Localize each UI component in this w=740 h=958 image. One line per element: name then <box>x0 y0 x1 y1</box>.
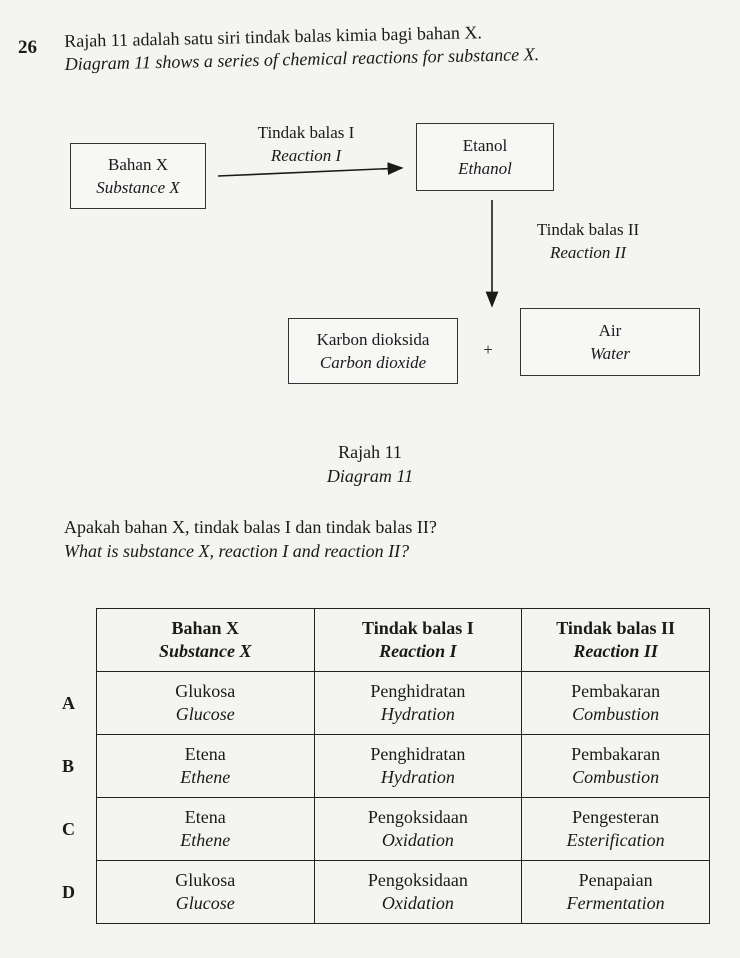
cell-en: Glucose <box>175 893 235 913</box>
cell-ms: Glukosa <box>175 870 236 890</box>
cell-ms: Pembakaran <box>571 681 661 701</box>
plus-sign: + <box>483 340 493 359</box>
cell-ms: Glukosa <box>175 681 236 701</box>
option-letter-b[interactable]: B <box>62 756 75 776</box>
ethanol-en: Ethanol <box>458 159 512 178</box>
caption-en: Diagram 11 <box>326 466 414 486</box>
question-ask: Apakah bahan X, tindak balas I dan tinda… <box>64 515 437 563</box>
ethanol-ms: Etanol <box>462 136 508 155</box>
substance-x-box: Bahan X Substance X <box>70 143 206 209</box>
reaction-1-label: Tindak balas I Reaction I <box>236 121 376 167</box>
option-letter-c[interactable]: C <box>62 819 75 839</box>
water-en: Water <box>590 344 630 363</box>
cell-ms: Pengoksidaan <box>367 870 468 890</box>
cell-ms: Pengoksidaan <box>367 807 468 827</box>
reaction-1-en: Reaction I <box>270 146 342 165</box>
arrow-reaction-1 <box>217 162 404 177</box>
header-substance-ms: Bahan X <box>171 618 240 638</box>
cell-en: Fermentation <box>566 893 665 913</box>
cell-en: Oxidation <box>381 893 454 913</box>
cell-ms: Pembakaran <box>571 744 661 764</box>
cell-ms: Etena <box>184 807 226 827</box>
header-substance: Bahan X Substance X <box>96 608 315 672</box>
header-reaction-2: Tindak balas II Reaction II <box>521 608 710 672</box>
substance-x-en: Substance X <box>96 178 180 197</box>
reaction-1-ms: Tindak balas I <box>257 123 355 142</box>
water-box: Air Water <box>520 308 700 376</box>
ethanol-box: Etanol Ethanol <box>416 123 554 191</box>
carbon-dioxide-en: Carbon dioxide <box>319 353 427 372</box>
table-header-row: Bahan X Substance X Tindak balas I React… <box>96 608 710 672</box>
reaction-2-label: Tindak balas II Reaction II <box>520 218 656 264</box>
header-substance-en: Substance X <box>159 641 252 661</box>
substance-x-ms: Bahan X <box>108 155 168 174</box>
cell-en: Hydration <box>380 704 455 724</box>
reaction-2-en: Reaction II <box>550 243 626 262</box>
ask-en: What is substance X, reaction I and reac… <box>64 541 410 561</box>
cell-ms: Penapaian <box>578 870 653 890</box>
cell-en: Combustion <box>572 704 660 724</box>
cell-en: Esterification <box>566 830 665 850</box>
header-reaction-2-en: Reaction II <box>573 641 658 661</box>
cell-en: Ethene <box>180 830 231 850</box>
carbon-dioxide-ms: Karbon dioksida <box>316 330 430 349</box>
cell-ms: Pengesteran <box>572 807 660 827</box>
option-letter-a[interactable]: A <box>62 693 75 713</box>
reaction-2-ms: Tindak balas II <box>536 220 640 239</box>
diagram-arrows <box>217 162 499 308</box>
cell-en: Glucose <box>175 704 235 724</box>
cell-en: Combustion <box>572 767 660 787</box>
header-reaction-1-en: Reaction I <box>379 641 457 661</box>
cell-en: Ethene <box>180 767 231 787</box>
header-reaction-1-ms: Tindak balas I <box>362 618 474 638</box>
carbon-dioxide-box: Karbon dioksida Carbon dioxide <box>288 318 458 384</box>
header-reaction-1: Tindak balas I Reaction I <box>313 608 523 672</box>
question-number: 26 <box>18 37 37 58</box>
caption-ms: Rajah 11 <box>338 442 402 462</box>
cell-en: Oxidation <box>381 830 454 850</box>
water-ms: Air <box>598 321 622 340</box>
cell-ms: Penghidratan <box>370 681 466 701</box>
cell-ms: Etena <box>184 744 226 764</box>
options-table: Bahan X Substance X Tindak balas I React… <box>96 608 710 924</box>
header-reaction-2-ms: Tindak balas II <box>556 618 675 638</box>
ask-ms: Apakah bahan X, tindak balas I dan tinda… <box>64 517 437 537</box>
diagram-caption: Rajah 11 Diagram 11 <box>0 440 740 488</box>
option-letter-d[interactable]: D <box>62 882 75 902</box>
cell-en: Hydration <box>380 767 455 787</box>
cell-ms: Penghidratan <box>370 744 466 764</box>
